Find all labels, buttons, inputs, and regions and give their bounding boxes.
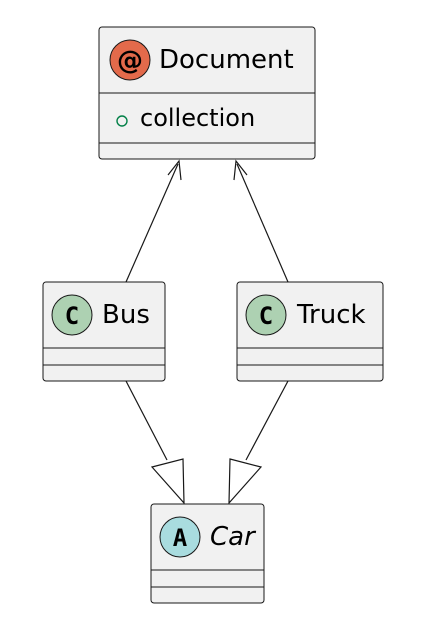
class-bus: C Bus <box>42 281 166 382</box>
arrowhead-truck-document <box>233 159 248 181</box>
generalization-arrow-bus-car <box>150 458 185 505</box>
class-document: @ Document collection <box>98 26 316 160</box>
class-document-member-collection: collection <box>140 104 255 132</box>
class-car-name: Car <box>210 522 257 552</box>
public-visibility-icon <box>116 115 128 127</box>
edge-bus-to-document <box>125 163 179 283</box>
class-badge-icon <box>51 294 93 336</box>
arrowhead-bus-document <box>167 159 182 181</box>
class-car: A Car <box>150 503 265 604</box>
annotation-badge-letter: @ <box>117 46 143 76</box>
edge-bus-to-car <box>125 380 168 461</box>
abstract-badge-icon <box>159 516 201 558</box>
abstract-badge-letter: A <box>173 524 188 552</box>
edge-truck-to-car <box>245 380 289 461</box>
annotation-badge-icon <box>109 39 151 81</box>
generalization-arrow-truck-car <box>228 458 263 505</box>
class-truck: C Truck <box>236 281 384 382</box>
relations <box>125 159 289 505</box>
class-badge-letter: C <box>65 302 79 330</box>
class-bus-name: Bus <box>102 300 150 330</box>
class-badge-letter: C <box>259 302 273 330</box>
class-badge-icon <box>245 294 287 336</box>
class-document-name: Document <box>159 45 294 75</box>
class-truck-name: Truck <box>296 300 366 330</box>
edge-truck-to-document <box>236 163 289 283</box>
